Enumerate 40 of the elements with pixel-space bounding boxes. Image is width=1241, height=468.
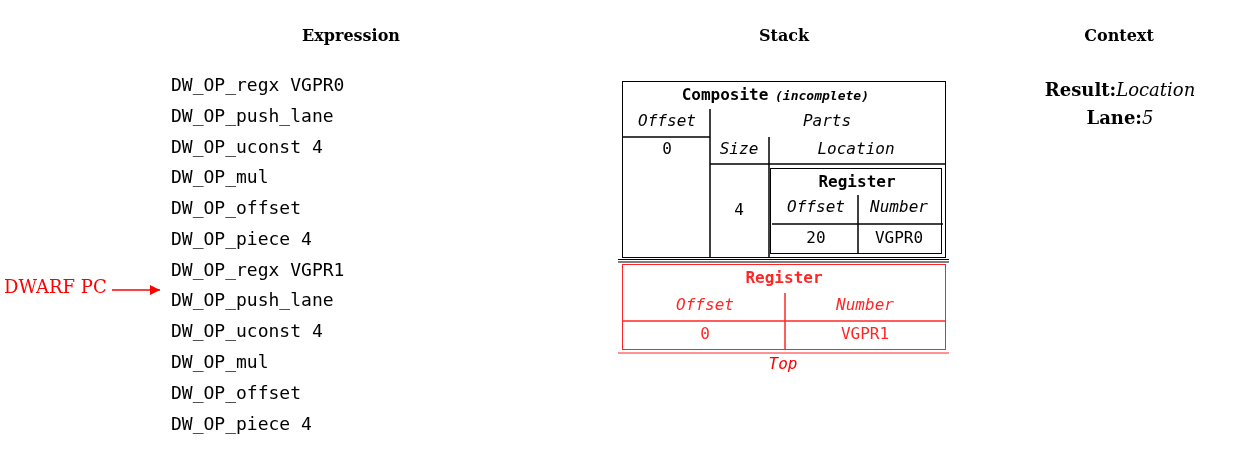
column-heading: Expression xyxy=(302,27,400,45)
column-header: Number xyxy=(836,296,894,314)
instruction-text: DW_OP_mul xyxy=(171,352,269,372)
register-table xyxy=(622,264,946,350)
table-value: 0 xyxy=(662,140,672,158)
column-header: Location xyxy=(817,140,895,158)
instruction-text: DW_OP_offset xyxy=(171,198,302,218)
instruction-text: DW_OP_regx VGPR1 xyxy=(171,259,345,280)
context-value: Result:Location xyxy=(1044,80,1196,100)
table-subtitle: (incomplete) xyxy=(775,88,869,104)
pointer-label: DWARF PC xyxy=(4,276,112,298)
context-value: Lane:5 xyxy=(1086,108,1154,128)
register-table xyxy=(770,168,942,254)
column-header: Offset xyxy=(638,112,696,130)
instruction-text: DW_OP_offset xyxy=(171,383,302,403)
instruction-text: DW_OP_regx VGPR0 xyxy=(171,75,345,95)
instruction-text: DW_OP_uconst 4 xyxy=(171,321,323,342)
instruction-text: DW_OP_piece 4 xyxy=(171,229,312,249)
table-value: 4 xyxy=(734,201,744,219)
composite-table xyxy=(622,81,946,258)
table-title: Register xyxy=(818,173,896,191)
stack-top-label: Top xyxy=(768,355,798,373)
instruction-text: DW_OP_push_lane xyxy=(171,105,334,126)
table-value: VGPR0 xyxy=(874,229,924,247)
column-header: Offset xyxy=(787,198,845,216)
column-heading: Context xyxy=(1084,27,1154,45)
table-title: Composite xyxy=(681,86,769,104)
column-header: Size xyxy=(719,140,759,158)
column-header: Parts xyxy=(802,112,852,130)
table-value: 0 xyxy=(700,325,710,343)
arrow xyxy=(111,285,161,295)
table-value: VGPR1 xyxy=(840,325,890,343)
table-value: 20 xyxy=(806,229,826,247)
instruction-text: DW_OP_mul xyxy=(171,167,269,188)
table-title: Register xyxy=(745,269,823,287)
column-header: Offset xyxy=(676,296,734,314)
column-header: Number xyxy=(870,198,928,216)
instruction-text: DW_OP_piece 4 xyxy=(171,413,312,434)
column-heading: Stack xyxy=(758,27,810,45)
instruction-text: DW_OP_uconst 4 xyxy=(171,136,323,157)
